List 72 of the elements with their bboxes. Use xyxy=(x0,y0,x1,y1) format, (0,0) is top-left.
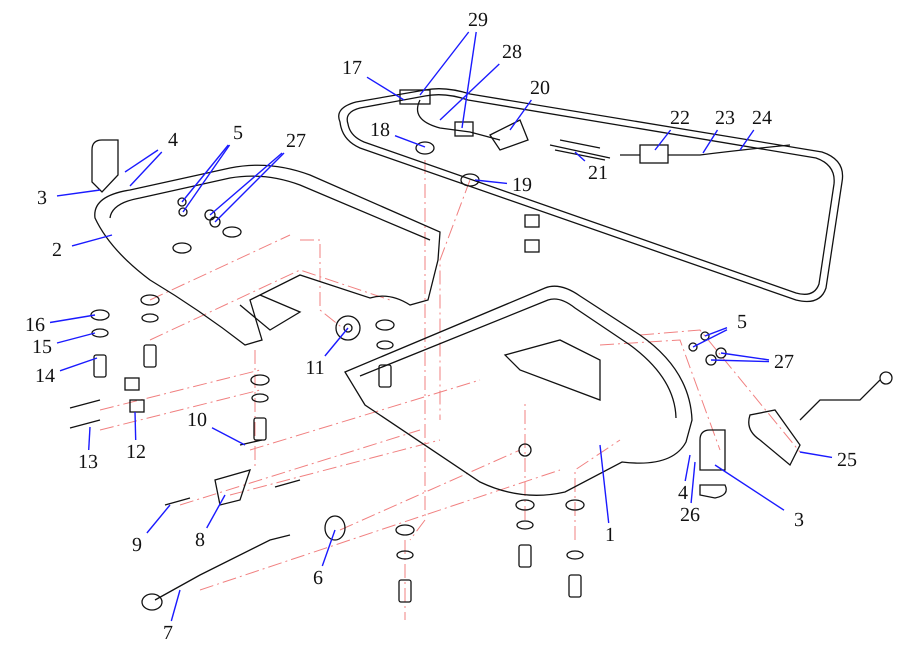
leader-line xyxy=(599,444,610,524)
leader-line xyxy=(704,327,728,337)
leader-line xyxy=(72,234,112,247)
callout-number: 6 xyxy=(303,566,333,590)
leader-line xyxy=(654,130,672,150)
callout-number: 5 xyxy=(727,310,757,334)
callout-number: 3 xyxy=(784,508,814,532)
callout-number: 8 xyxy=(185,528,215,552)
leader-line xyxy=(56,332,96,344)
callout-number: 3 xyxy=(27,186,57,210)
callout-number: 15 xyxy=(27,335,57,359)
callout-number: 24 xyxy=(747,106,777,130)
leader-line xyxy=(710,359,770,362)
leader-line xyxy=(419,32,470,96)
callout-number: 28 xyxy=(497,40,527,64)
leader-line xyxy=(440,64,500,120)
leader-line xyxy=(210,152,283,216)
callout-number: 27 xyxy=(769,350,799,374)
callout-number: 2 xyxy=(42,238,72,262)
leader-line xyxy=(182,144,230,212)
callout-number: 19 xyxy=(507,173,537,197)
leader-line xyxy=(692,329,728,348)
leader-line xyxy=(56,189,100,197)
leader-line xyxy=(214,152,284,222)
callout-number: 26 xyxy=(675,503,705,527)
callout-number: 29 xyxy=(463,8,493,32)
callout-number: 9 xyxy=(122,533,152,557)
leader-line xyxy=(461,32,477,128)
callout-number: 4 xyxy=(668,481,698,505)
leader-line xyxy=(509,100,532,130)
callout-number: 10 xyxy=(182,408,212,432)
callout-number: 23 xyxy=(710,106,740,130)
callout-number: 16 xyxy=(20,313,50,337)
leader-line xyxy=(124,149,158,173)
callout-number: 20 xyxy=(525,76,555,100)
leader-line xyxy=(720,352,770,361)
leader-line xyxy=(206,494,226,528)
leader-line xyxy=(574,151,586,162)
callout-number: 27 xyxy=(281,129,311,153)
leader-line xyxy=(129,152,162,186)
leader-line xyxy=(324,328,349,356)
callout-number: 11 xyxy=(300,356,330,380)
leader-line xyxy=(690,462,696,504)
leader-line xyxy=(474,179,508,184)
callout-number: 7 xyxy=(153,621,183,645)
leader-line xyxy=(50,314,96,324)
leader-line xyxy=(394,135,426,148)
callout-number: 14 xyxy=(30,364,60,388)
leader-line xyxy=(60,357,98,372)
callout-number: 25 xyxy=(832,448,862,472)
leader-line xyxy=(739,130,754,150)
leader-line xyxy=(684,454,691,482)
leader-line xyxy=(714,464,784,511)
leader-line xyxy=(134,412,136,440)
callout-number: 1 xyxy=(595,523,625,547)
callout-number: 5 xyxy=(223,121,253,145)
callout-number: 12 xyxy=(121,440,151,464)
callout-number: 21 xyxy=(583,161,613,185)
leader-line xyxy=(212,427,246,446)
leader-line xyxy=(181,144,229,202)
leader-line xyxy=(322,530,336,566)
callout-number: 4 xyxy=(158,128,188,152)
leader-line xyxy=(800,451,832,458)
callout-number: 18 xyxy=(365,118,395,142)
callout-number: 17 xyxy=(337,56,367,80)
leader-line xyxy=(146,504,171,534)
callout-number: 22 xyxy=(665,106,695,130)
leader-line xyxy=(702,130,718,154)
callout-number: 13 xyxy=(73,450,103,474)
leader-line xyxy=(88,426,91,450)
leader-line xyxy=(366,76,404,101)
leader-line xyxy=(170,590,181,622)
